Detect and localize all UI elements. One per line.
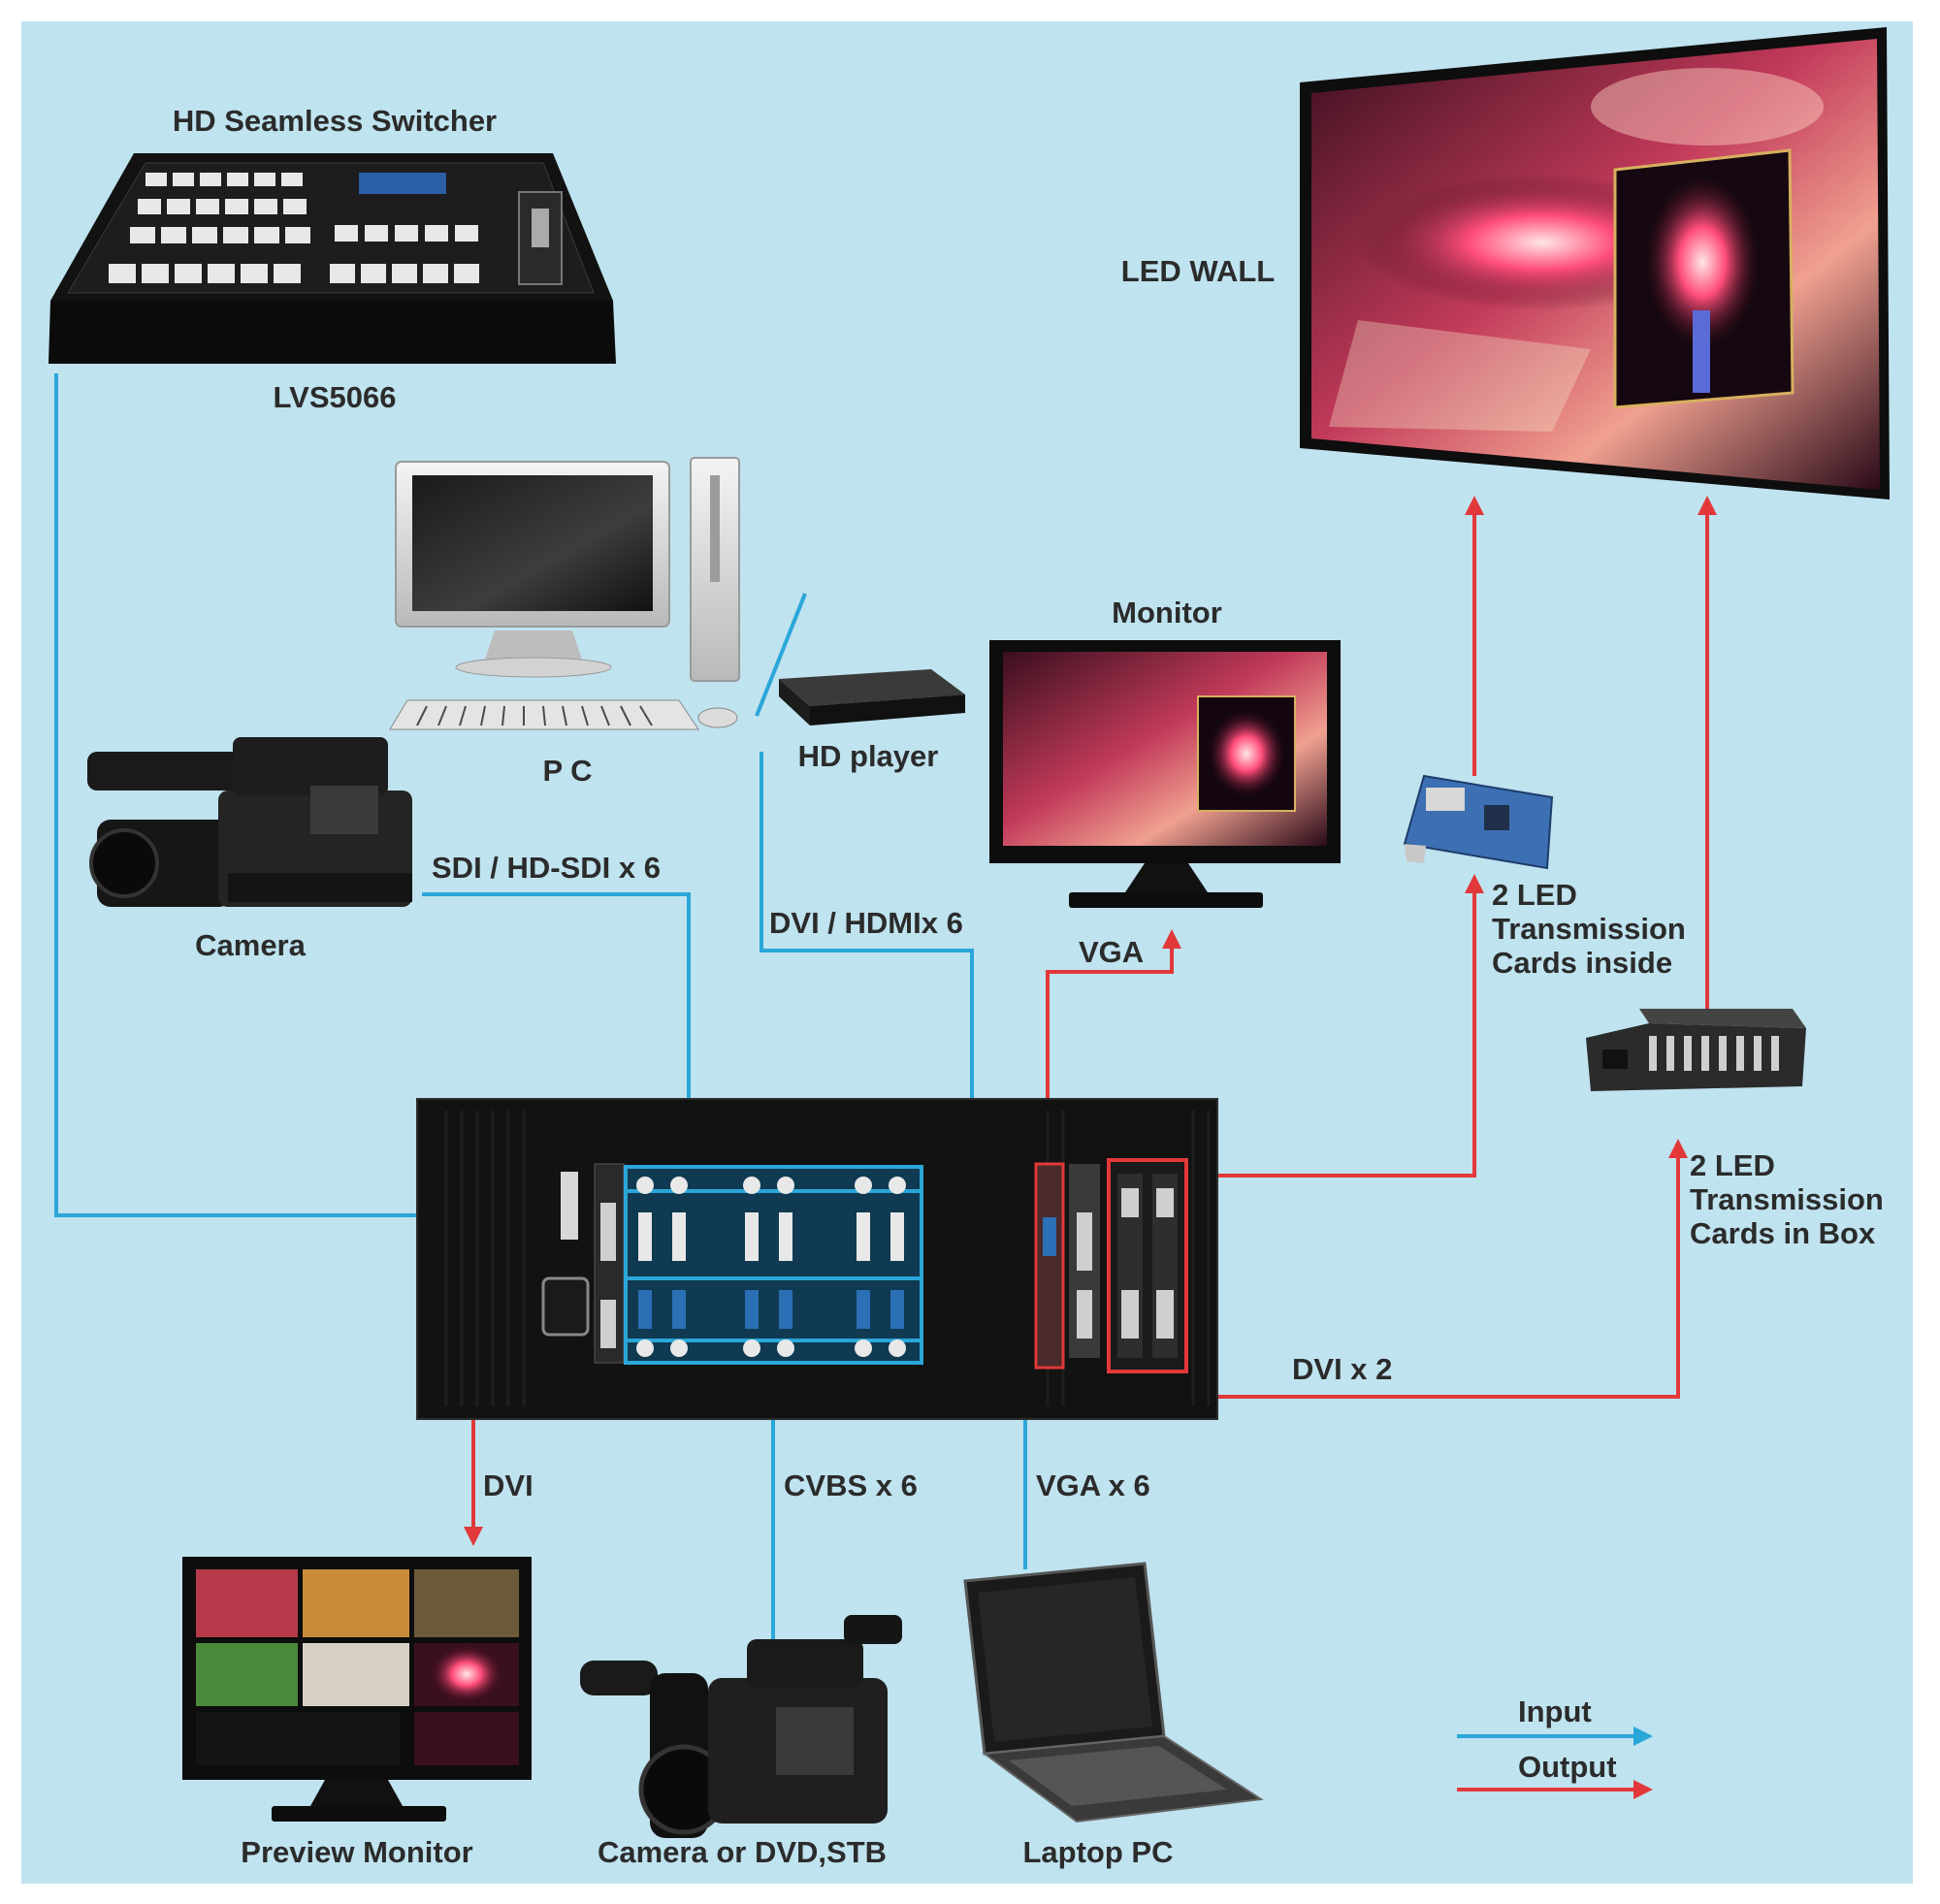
legend-input-label: Input bbox=[1518, 1694, 1592, 1728]
video-processor bbox=[416, 1098, 1218, 1420]
pc-computer bbox=[389, 457, 740, 730]
monitor-display bbox=[989, 640, 1341, 908]
cards-inside-line1: 2 LED bbox=[1492, 878, 1577, 912]
dvi-hdmi-label: DVI / HDMIx 6 bbox=[769, 906, 963, 940]
vga-output-label: VGA bbox=[1079, 935, 1144, 969]
output-lines bbox=[464, 496, 1717, 1546]
sdi-input-line bbox=[422, 892, 698, 1153]
vga-output-line bbox=[1046, 929, 1181, 1154]
legend-output-label: Output bbox=[1518, 1750, 1617, 1784]
preview-monitor bbox=[182, 1557, 532, 1822]
camera bbox=[87, 737, 412, 907]
cards-inside-line2: Transmission bbox=[1492, 912, 1686, 946]
cards-inside-output-line bbox=[1183, 874, 1484, 1178]
camcorder bbox=[580, 1615, 902, 1838]
cards-box-line3: Cards in Box bbox=[1690, 1216, 1876, 1250]
switcher-title: HD Seamless Switcher bbox=[173, 104, 497, 138]
camera-label: Camera bbox=[195, 928, 306, 962]
cards-box-line1: 2 LED bbox=[1690, 1148, 1775, 1182]
hd-player-label: HD player bbox=[798, 739, 939, 773]
pc-label: P C bbox=[542, 754, 592, 788]
dvi-x2-label: DVI x 2 bbox=[1292, 1352, 1392, 1386]
dvi-output-label: DVI bbox=[483, 1468, 534, 1502]
cards-inside-line3: Cards inside bbox=[1492, 946, 1672, 980]
legend: Input Output bbox=[1457, 1694, 1653, 1799]
switcher-model-label: LVS5066 bbox=[274, 380, 397, 414]
vga-input-label: VGA x 6 bbox=[1036, 1468, 1150, 1502]
laptop-pc bbox=[963, 1562, 1264, 1823]
switcher-input-line bbox=[54, 373, 557, 1225]
laptop-label: Laptop PC bbox=[1023, 1835, 1174, 1869]
pc-player-divider bbox=[755, 593, 807, 717]
sdi-label: SDI / HD-SDI x 6 bbox=[432, 851, 661, 885]
camera-dvd-label: Camera or DVD,STB bbox=[598, 1835, 887, 1869]
preview-monitor-label: Preview Monitor bbox=[241, 1835, 472, 1869]
transmission-box bbox=[1586, 1009, 1806, 1091]
led-wall bbox=[1300, 27, 1890, 500]
monitor-label: Monitor bbox=[1112, 596, 1222, 629]
cards-box-line2: Transmission bbox=[1690, 1182, 1884, 1216]
led-wall-label: LED WALL bbox=[1121, 254, 1275, 288]
cvbs-label: CVBS x 6 bbox=[784, 1468, 918, 1502]
transmission-card-inside bbox=[1403, 774, 1554, 870]
hd-player bbox=[779, 669, 965, 726]
seamless-switcher bbox=[48, 153, 616, 364]
